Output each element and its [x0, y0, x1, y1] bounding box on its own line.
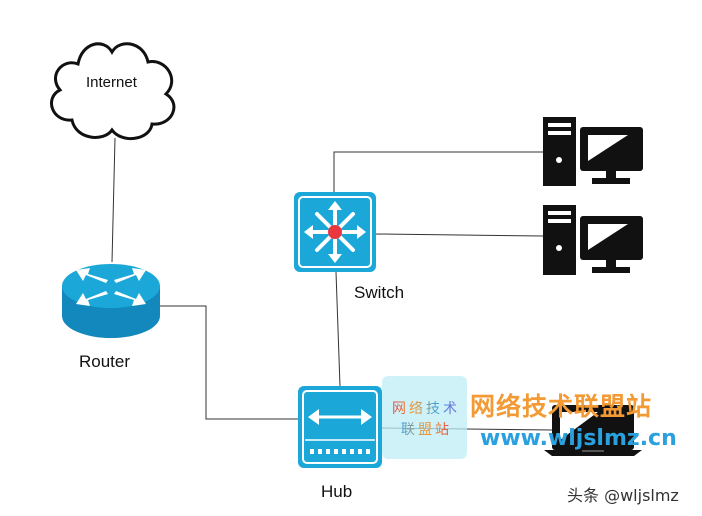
watermark-title: 网络技术联盟站 — [470, 392, 653, 421]
laptop-icon — [544, 405, 642, 456]
cloud-icon — [50, 42, 176, 140]
internet-label: Internet — [86, 74, 137, 91]
watermark-box — [382, 376, 467, 459]
switch-icon — [294, 192, 376, 272]
router-icon — [62, 264, 160, 338]
source-credit: 头条 @wljslmz — [567, 486, 679, 505]
link-switch-pc1 — [333, 151, 543, 192]
switch-label: Switch — [354, 283, 405, 302]
desktop-computer-icon — [543, 205, 643, 275]
link-internet-router — [111, 137, 116, 263]
watermark-box-text: 网络技术 — [392, 401, 460, 417]
link-switch-pc2 — [375, 233, 544, 237]
watermark-url: www.wljslmz.cn — [480, 426, 677, 451]
link-switch-hub — [335, 271, 341, 387]
watermark-box-line2: 联盟站 — [401, 419, 452, 439]
link-router-hub — [160, 305, 299, 420]
hub-icon — [298, 386, 382, 468]
router-label: Router — [79, 352, 131, 371]
hub-label: Hub — [321, 482, 353, 501]
watermark-box-text-2: 联盟站 — [401, 422, 452, 438]
watermark-box-line1: 网络技术 — [392, 398, 460, 418]
desktop-computer-icon — [543, 117, 643, 186]
